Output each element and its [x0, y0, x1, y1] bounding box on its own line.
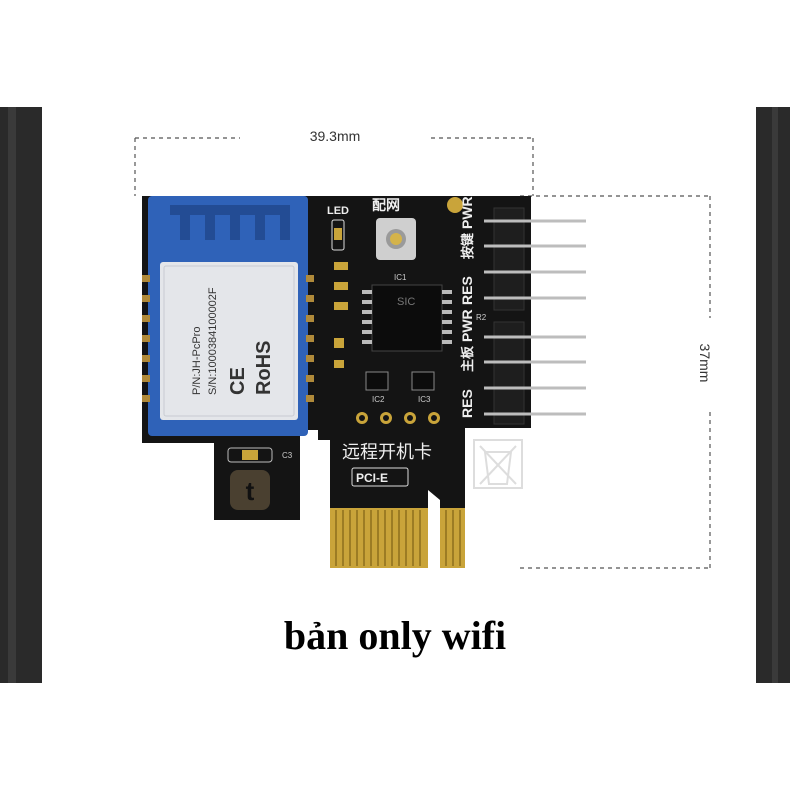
mounting-hole: [447, 197, 463, 213]
pairing-button: [376, 218, 416, 260]
pairing-label: 配网: [372, 198, 400, 214]
svg-text:RES: RES: [459, 389, 475, 418]
svg-text:按键: 按键: [460, 233, 476, 259]
pin-header-bottom: [484, 321, 586, 425]
module-sn: S/N:1000384100002F: [207, 287, 219, 395]
transistors: [365, 371, 435, 391]
card-title: 远程开机卡: [342, 442, 432, 463]
svg-text:主板: 主板: [460, 345, 476, 372]
button-header-labels: RES 按键 PWR: [459, 196, 476, 305]
c3-label: C3: [282, 451, 293, 460]
led: [334, 228, 342, 240]
led-label: LED: [327, 205, 349, 217]
pin-header-top: [484, 207, 586, 311]
smd-components: [334, 262, 348, 368]
left-frame: [0, 107, 42, 683]
tuya-logo: t: [230, 470, 270, 510]
svg-text:SIC: SIC: [397, 296, 415, 308]
ic3-label: IC3: [418, 395, 431, 404]
shield-can: [160, 262, 298, 420]
svg-text:PWR: PWR: [459, 196, 475, 229]
mainboard-header-labels: RES 主板 PWR: [459, 309, 476, 418]
module-pn: P/N:JH-PcPro: [191, 327, 203, 395]
pcie-label: PCI-E: [356, 471, 388, 485]
gold-fingers: [330, 508, 465, 568]
ic2-label: IC2: [372, 395, 385, 404]
height-dimension-label: 37mm: [697, 318, 713, 408]
module-labels: P/N:JH-PcPro S/N:1000384100002F CE RoHS: [191, 287, 275, 395]
width-dimension-label: 39.3mm: [240, 128, 430, 144]
caption-text: bản only wifi: [283, 613, 507, 658]
weee-icon: [473, 439, 523, 489]
svg-text:t: t: [246, 476, 255, 506]
r2-label: R2: [476, 313, 487, 322]
ce-mark: CE: [227, 367, 249, 395]
svg-text:PWR: PWR: [459, 309, 475, 342]
main-chip: SIC: [362, 284, 452, 352]
ic1-label: IC1: [394, 273, 407, 282]
svg-text:RES: RES: [459, 276, 475, 305]
wifi-module: [142, 196, 314, 436]
rohs-mark: RoHS: [253, 341, 275, 395]
